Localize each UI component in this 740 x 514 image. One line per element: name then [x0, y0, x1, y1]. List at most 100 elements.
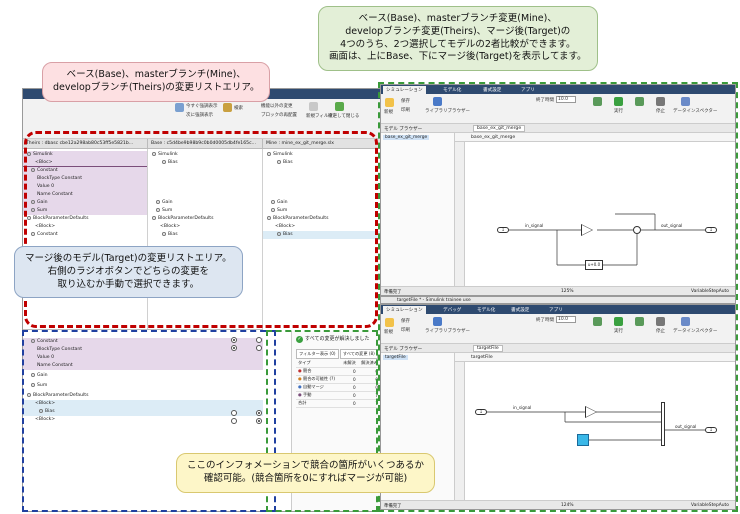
block-rearrange-toggle[interactable]: ブロックの再配置 — [261, 113, 297, 118]
highlight-now-icon[interactable] — [175, 103, 184, 112]
tree-row[interactable]: Sum — [263, 207, 381, 215]
tree-row[interactable]: Bias — [148, 159, 262, 167]
tab-format[interactable]: 書式設定 — [511, 308, 530, 313]
run-icon[interactable] — [614, 97, 623, 106]
tab-modeling[interactable]: モデル化 — [477, 308, 496, 313]
stop-time-input[interactable]: 10.0 — [556, 316, 576, 323]
sum-block[interactable] — [633, 226, 641, 234]
model-canvas[interactable]: 1 in_signal out_signal 1 u+0.0 — [465, 142, 735, 286]
tree-row[interactable]: BlockParameterDefaults — [23, 392, 263, 400]
tree-row[interactable]: <Bloc> — [23, 159, 147, 167]
accept-close-icon[interactable] — [335, 102, 344, 111]
tab-filter-view[interactable]: フィルター表示 (0) — [296, 349, 339, 359]
library-browser-icon[interactable] — [433, 97, 442, 106]
breadcrumb-path[interactable]: targetFile — [471, 355, 493, 360]
tab-apps[interactable]: アプリ — [549, 308, 563, 313]
tree-row[interactable]: Simulink — [148, 151, 262, 159]
step-back-icon[interactable] — [593, 317, 602, 326]
radio-mine[interactable] — [256, 418, 262, 424]
tree-row[interactable]: BlockParameterDefaults — [148, 215, 262, 223]
inport-block[interactable]: 1 — [497, 227, 509, 233]
tree-row[interactable]: Gain — [148, 199, 262, 207]
tree-row[interactable]: <Block> — [23, 400, 263, 408]
radio-theirs[interactable] — [231, 418, 237, 424]
tree-row[interactable]: Sum — [23, 382, 263, 390]
tree-row[interactable]: Constant — [23, 166, 147, 176]
tab-modeling[interactable]: モデル化 — [443, 88, 462, 93]
inport-block[interactable]: 1 — [475, 409, 487, 415]
step-forward-icon[interactable] — [635, 317, 644, 326]
radio-theirs[interactable] — [231, 345, 237, 351]
model-tab[interactable]: targetFile — [473, 345, 503, 352]
tree-row[interactable]: Bias — [263, 159, 381, 167]
new-button[interactable]: 新規 — [384, 330, 393, 335]
tab-simulation[interactable]: シミュレーション — [383, 306, 426, 314]
radio-theirs[interactable] — [231, 410, 237, 416]
new-icon[interactable] — [385, 98, 394, 107]
highlight-now-button[interactable]: 今すぐ強調表示 — [186, 104, 218, 109]
tree-row[interactable]: Simulink — [23, 151, 147, 159]
search-button[interactable]: 検索 — [234, 106, 243, 111]
run-icon[interactable] — [614, 317, 623, 326]
tree-row[interactable]: <Block> — [35, 224, 56, 229]
model-canvas[interactable]: 1 in_signal out_signal 1 — [465, 362, 735, 500]
radio-mine[interactable] — [256, 345, 262, 351]
tab-simulation[interactable]: シミュレーション — [383, 86, 426, 94]
model-tab[interactable]: base_ex_git_merge — [473, 125, 526, 132]
model-browser-item[interactable]: targetFile — [383, 355, 408, 360]
tree-row[interactable]: <Block> — [160, 224, 181, 229]
tab-apps[interactable]: アプリ — [521, 88, 535, 93]
tree-row[interactable]: Bias — [23, 408, 263, 416]
tree-row[interactable]: Constant — [23, 231, 147, 239]
new-icon[interactable] — [385, 318, 394, 327]
tree-row[interactable]: <Block> — [275, 224, 296, 229]
gain-block[interactable] — [581, 224, 593, 236]
bias-block[interactable]: u+0.0 — [585, 260, 603, 270]
new-filter-button[interactable]: 新規フィルター — [306, 114, 338, 119]
tree-row[interactable]: Sum — [23, 207, 147, 215]
mux-block[interactable] — [661, 402, 665, 446]
tree-row[interactable]: Constant — [23, 338, 263, 346]
accept-close-button[interactable]: 確定して閉じる — [328, 114, 360, 119]
tree-row[interactable]: Gain — [23, 372, 263, 380]
tree-row[interactable]: <Block> — [35, 417, 56, 422]
tree-row[interactable]: Simulink — [263, 151, 381, 159]
breadcrumb-path[interactable]: base_ex_git_merge — [471, 135, 516, 140]
tab-format[interactable]: 書式設定 — [483, 88, 502, 93]
library-browser-button[interactable]: ライブラリブラウザー — [425, 329, 470, 334]
model-browser-item[interactable]: base_ex_git_merge — [383, 135, 430, 140]
run-button[interactable]: 実行 — [614, 329, 623, 334]
radio-mine[interactable] — [256, 410, 262, 416]
data-inspector-button[interactable]: データインスペクター — [673, 329, 718, 334]
stop-icon[interactable] — [656, 317, 665, 326]
step-forward-icon[interactable] — [635, 97, 644, 106]
save-button[interactable]: 保存 — [401, 99, 410, 104]
tree-row[interactable]: Bias — [263, 231, 381, 239]
data-inspector-button[interactable]: データインスペクター — [673, 109, 718, 114]
nonfunctional-changes-toggle[interactable]: 機能以外の変更 — [261, 104, 293, 109]
print-button[interactable]: 印刷 — [401, 328, 410, 333]
library-browser-icon[interactable] — [433, 317, 442, 326]
outport-block[interactable]: 1 — [705, 427, 717, 433]
save-button[interactable]: 保存 — [401, 319, 410, 324]
data-inspector-icon[interactable] — [681, 97, 690, 106]
tree-row[interactable]: Gain — [23, 199, 147, 207]
new-button[interactable]: 新規 — [384, 110, 393, 115]
tree-row[interactable]: BlockParameterDefaults — [263, 215, 381, 223]
tree-row[interactable]: BlockParameterDefaults — [23, 215, 147, 223]
radio-theirs[interactable] — [231, 337, 237, 343]
library-browser-button[interactable]: ライブラリブラウザー — [425, 109, 470, 114]
search-icon[interactable] — [223, 103, 232, 112]
radio-mine[interactable] — [256, 337, 262, 343]
stop-icon[interactable] — [656, 97, 665, 106]
stop-time-input[interactable]: 10.0 — [556, 96, 576, 103]
new-filter-icon[interactable] — [309, 102, 318, 111]
highlight-next-button[interactable]: 次に強調表示 — [186, 113, 213, 118]
constant-block[interactable] — [577, 434, 589, 446]
stop-button[interactable]: 停止 — [656, 109, 665, 114]
tree-row[interactable]: Gain — [263, 199, 381, 207]
tab-debug[interactable]: デバッグ — [443, 308, 462, 313]
tree-row[interactable]: Bias — [148, 231, 262, 239]
print-button[interactable]: 印刷 — [401, 108, 410, 113]
tree-row[interactable]: Sum — [148, 207, 262, 215]
